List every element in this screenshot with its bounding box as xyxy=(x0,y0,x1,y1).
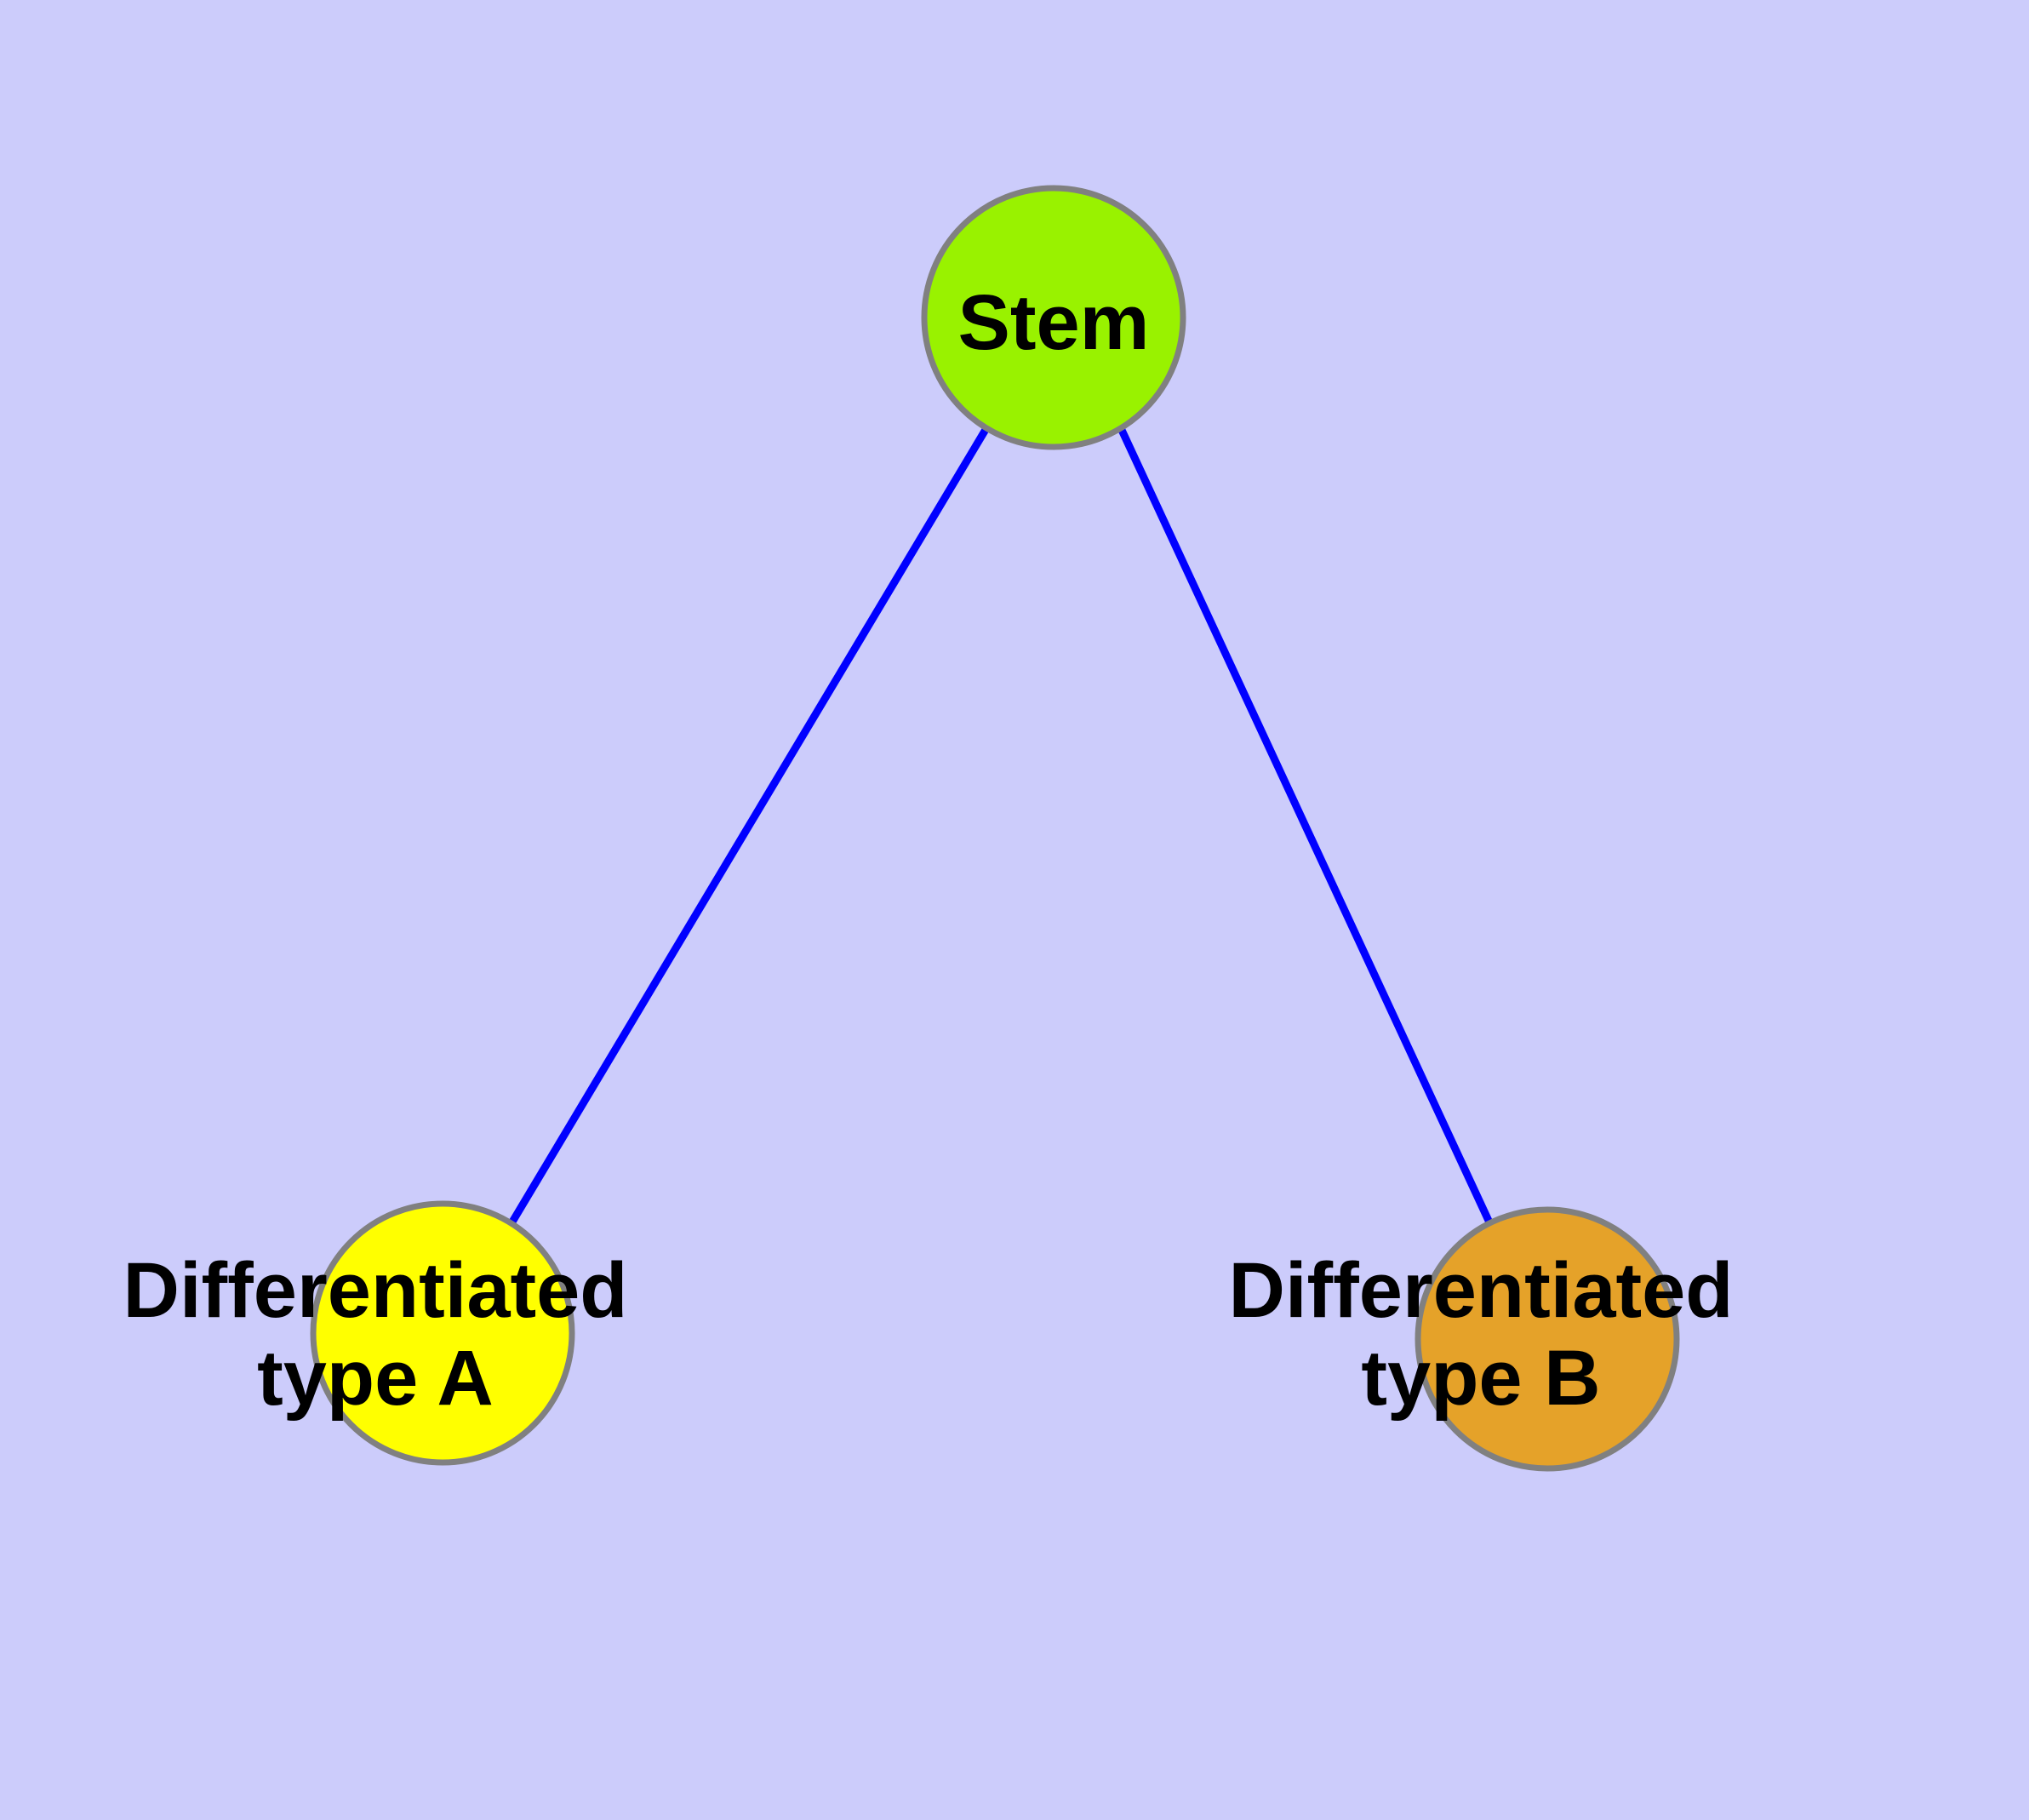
differentiated-type-b-node-label-line-1: Differentiated xyxy=(1229,1247,1734,1334)
edge-stem-to-type-b[interactable] xyxy=(1117,426,1494,1224)
differentiated-type-b-node[interactable] xyxy=(1415,1206,1680,1472)
stem-node[interactable] xyxy=(921,185,1186,450)
differentiated-type-b-node-label-line-2: type B xyxy=(1361,1335,1600,1422)
edges-layer xyxy=(508,426,1494,1226)
edge-stem-to-type-a[interactable] xyxy=(508,426,990,1226)
stem-node-label-line-1: Stem xyxy=(958,279,1150,366)
differentiated-type-a-node-label-line-1: Differentiated xyxy=(123,1247,628,1334)
nodes-layer xyxy=(310,185,1680,1472)
differentiated-type-a-node-label-line-2: type A xyxy=(257,1335,494,1422)
stem-node-label: Stem xyxy=(958,279,1150,366)
differentiated-type-a-node[interactable] xyxy=(310,1200,575,1466)
